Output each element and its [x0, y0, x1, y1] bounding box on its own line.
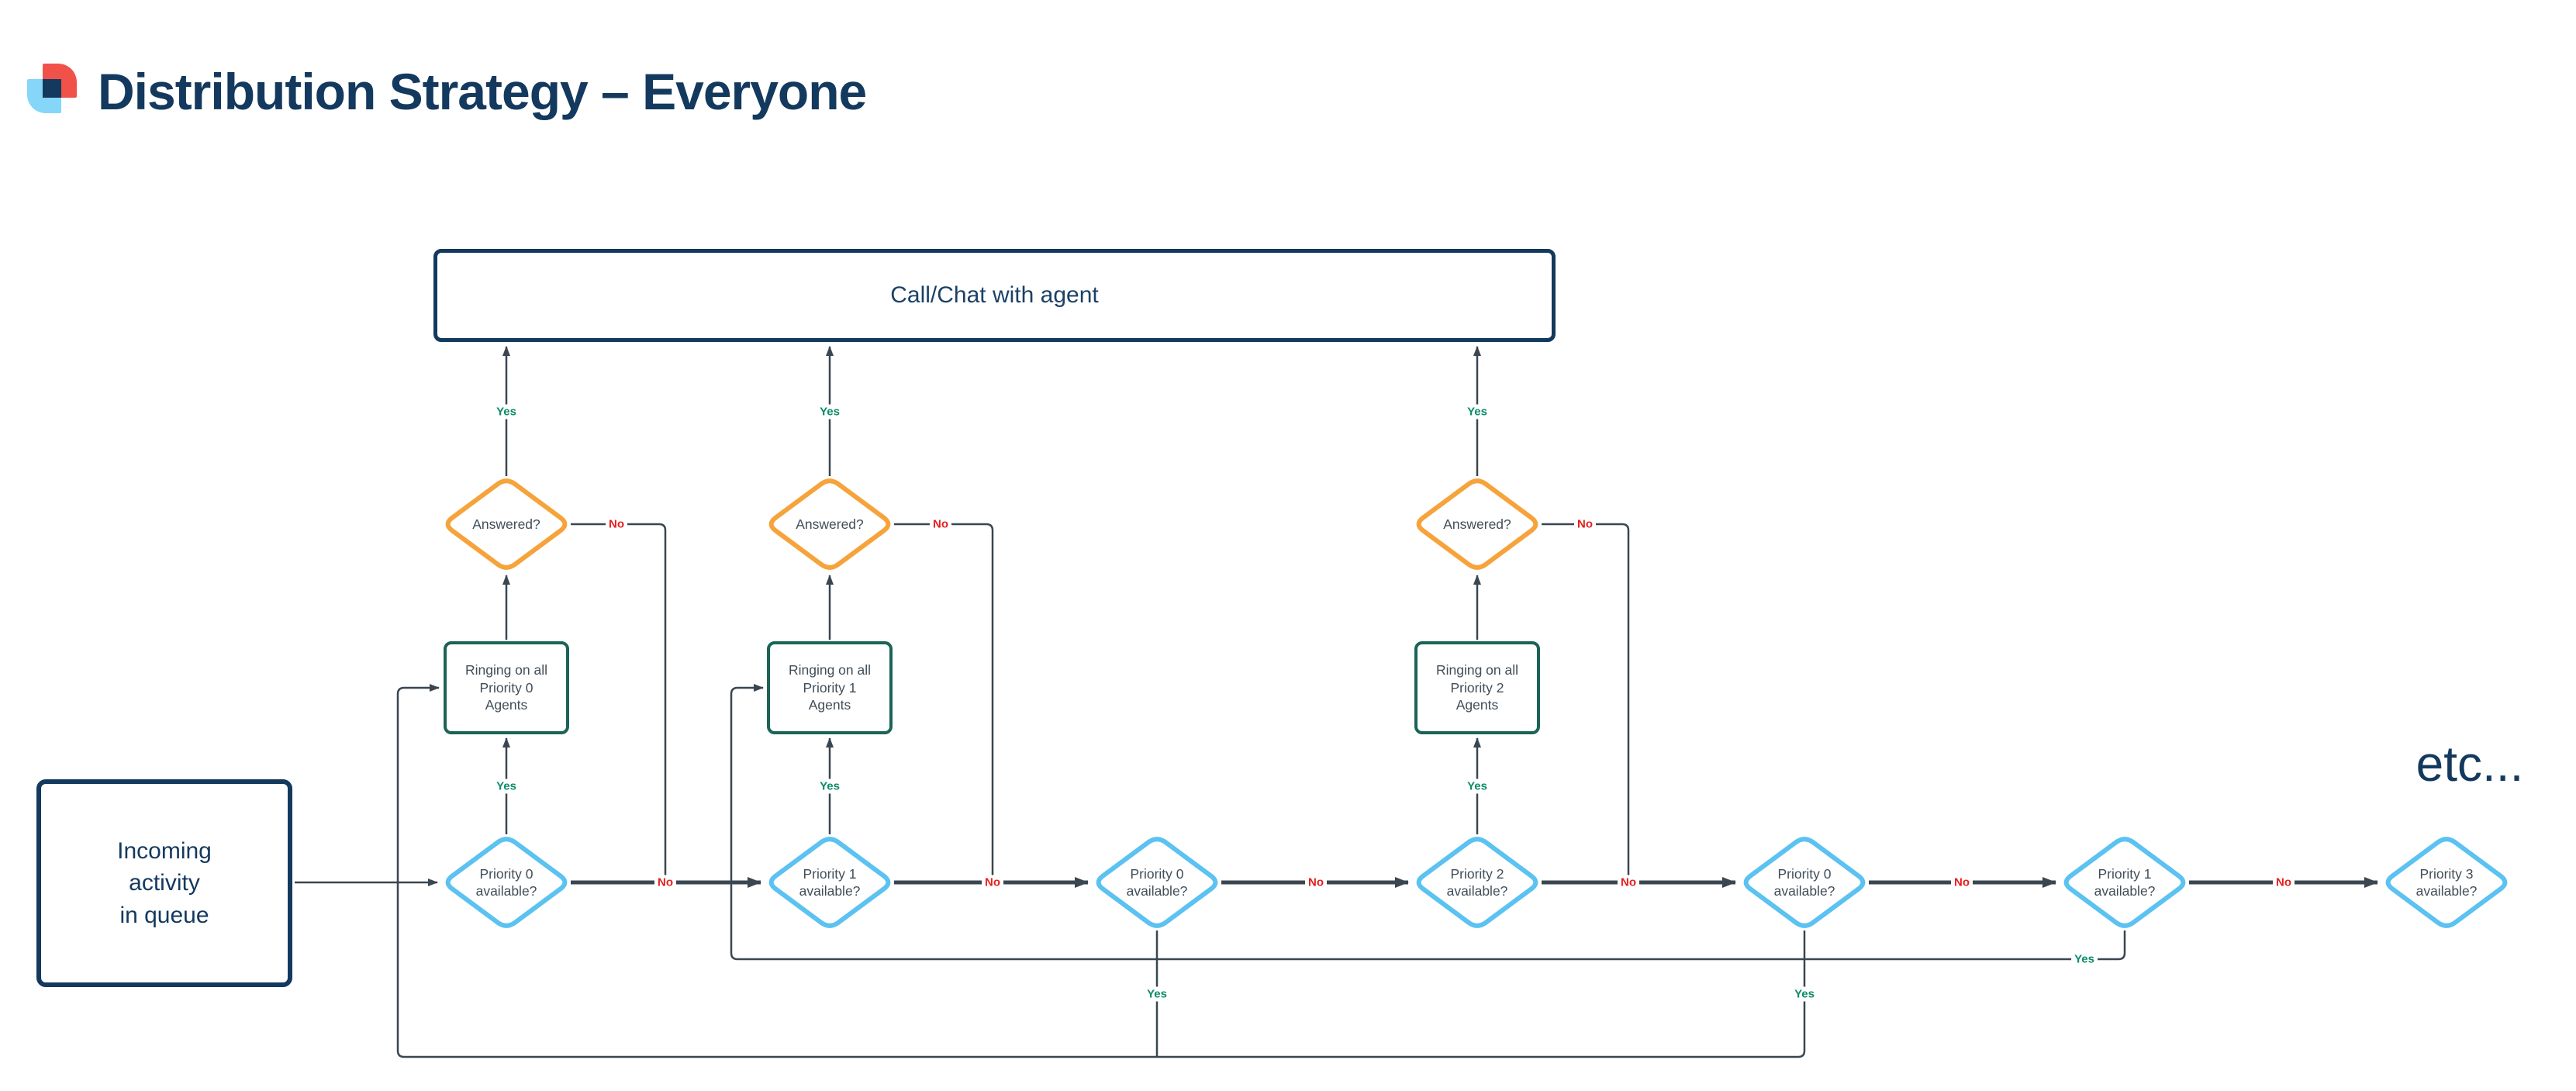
edge-label-yes: Yes — [2071, 951, 2098, 967]
edge-label-yes: Yes — [1464, 404, 1490, 419]
edge-label-no: No — [1618, 875, 1639, 890]
edge-label-no: No — [1305, 875, 1327, 890]
edge-label-yes: Yes — [1464, 779, 1490, 794]
answered-diamond-2-label: Answered? — [796, 516, 864, 532]
priority-diamond-3-label: Priority 0 available? — [1126, 865, 1188, 899]
edge-label-no: No — [606, 516, 627, 532]
edge-label-no: No — [2273, 875, 2295, 890]
edge-label-yes: Yes — [1144, 986, 1170, 1002]
priority-diamond-6-label: Priority 1 available? — [2094, 865, 2156, 899]
edge-label-yes: Yes — [817, 779, 843, 794]
page-title: Distribution Strategy – Everyone — [98, 63, 867, 120]
edge-answered-no-col2 — [894, 523, 994, 880]
edge-label-no: No — [982, 875, 1003, 890]
edge-label-no: No — [654, 875, 676, 890]
edge-yes-loop-priority0 — [396, 684, 1806, 1058]
priority-diamond-1-label: Priority 0 available? — [475, 865, 537, 899]
edge-answered-no-col3 — [1542, 523, 1630, 880]
process-ringing-priority1: Ringing on all Priority 1 Agents — [767, 641, 893, 734]
edge-label-no: No — [930, 516, 951, 532]
edge-label-yes: Yes — [1791, 986, 1818, 1002]
process-ringing-priority0: Ringing on all Priority 0 Agents — [444, 641, 569, 734]
priority-diamond-2-label: Priority 1 available? — [799, 865, 861, 899]
edge-label-yes: Yes — [493, 404, 520, 419]
edge-label-yes: Yes — [817, 404, 843, 419]
process-ringing-priority2: Ringing on all Priority 2 Agents — [1414, 641, 1540, 734]
priority-diamond-5-label: Priority 0 available? — [1773, 865, 1835, 899]
edge-label-yes: Yes — [493, 779, 520, 794]
logo-center-square — [43, 79, 61, 98]
continuation-etc-text: etc... — [2415, 736, 2524, 792]
terminal-call-chat-with-agent: Call/Chat with agent — [433, 249, 1556, 342]
answered-diamond-1-label: Answered? — [472, 516, 540, 532]
edge-answered-no-col1 — [571, 523, 667, 880]
edge-yes-loop-priority1 — [730, 684, 2126, 961]
brand-logo-icon — [27, 64, 77, 113]
start-incoming-activity: Incoming activity in queue — [36, 779, 292, 987]
edge-label-no: No — [1574, 516, 1596, 532]
edge-label-no: No — [1951, 875, 1973, 890]
answered-diamond-3-label: Answered? — [1443, 516, 1511, 532]
priority-diamond-7-label: Priority 3 available? — [2415, 865, 2478, 899]
priority-diamond-4-label: Priority 2 available? — [1446, 865, 1508, 899]
